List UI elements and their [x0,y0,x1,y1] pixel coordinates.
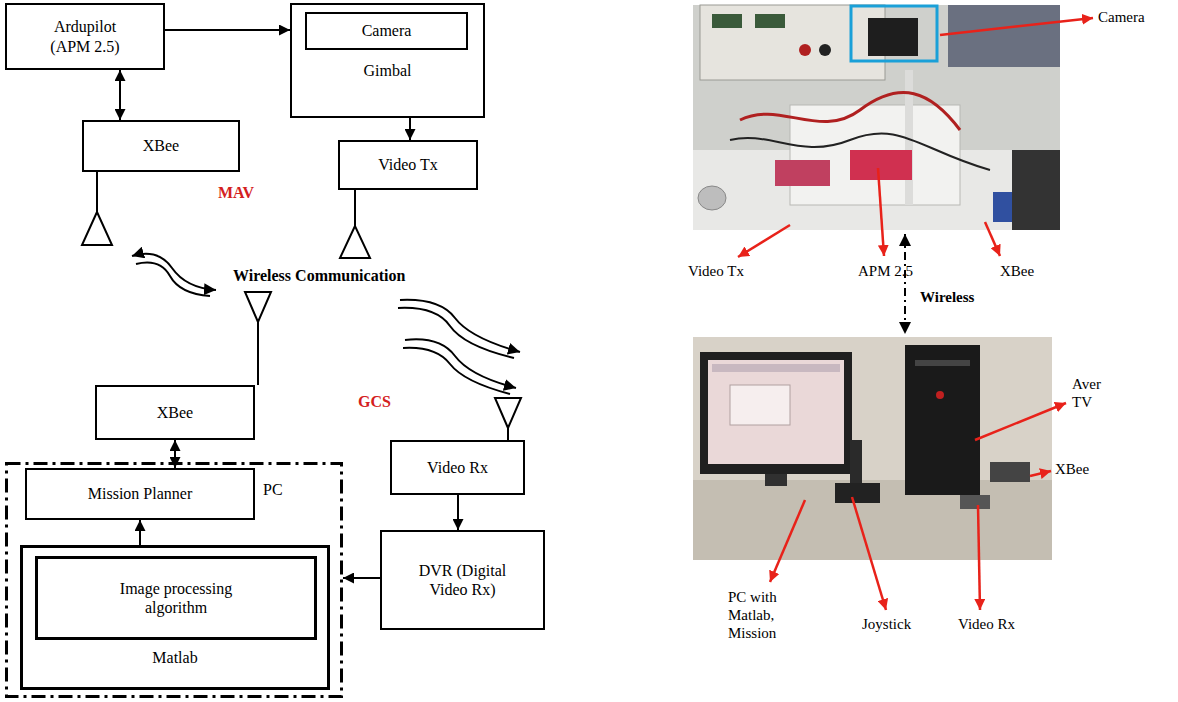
recorder-box: DVR (Digital Video Rx) [380,530,545,630]
leader-arrow [738,18,1093,610]
arrow-connector [119,70,121,120]
box-text: XBee [157,403,193,422]
controller-box: Ardupilot (APM 2.5) [5,3,165,70]
box-text: DVR (Digital Video Rx) [410,561,515,599]
box-text: Ardupilot (APM 2.5) [38,17,133,55]
box-text: Camera [362,21,412,40]
radio-box: XBee [82,120,240,172]
section-label: GCS [358,392,391,411]
wireless-link [904,234,906,334]
pc-boundary: PC Mission PlannerMatlab Image processing … [5,462,343,698]
camera-box: Camera [305,12,468,50]
box-text: Mission Planner [88,484,192,503]
box-text: Video Rx [427,458,488,477]
section-label: MAV [218,183,254,202]
box-text: PC [263,480,283,499]
gimbal-box: Gimbal Camera [290,3,485,118]
arrow-connector [457,495,459,530]
arrow-connector [165,29,290,31]
arrow-connector [409,118,411,140]
photo-mav [693,5,1060,230]
callout-label: XBee [1055,460,1089,478]
radio-box: XBee [95,385,255,440]
link-label: Wireless Communication [233,266,405,285]
link-label: Wireless [920,288,974,306]
wireless-arrow [132,254,520,394]
box-text: XBee [143,136,179,155]
callout-label: Video Rx [958,615,1015,633]
callout-label: XBee [1000,262,1034,280]
callout-label: Video Tx [688,262,744,280]
photo-gcs [693,337,1052,560]
callout-label: Aver TV [1072,375,1114,411]
box-text: Image processing algorithm [96,579,256,617]
callout-label: Joystick [862,615,911,633]
box-text: Matlab [23,648,327,667]
callout-label: APM 2.5 [858,262,913,280]
software-box: Matlab Image processing algorithm [20,545,330,690]
transmitter-box: Video Tx [338,140,478,190]
box-text: Gimbal [292,61,483,80]
arrow-connector [343,577,380,579]
algorithm-box: Image processing algorithm [35,556,317,640]
software-box: Mission Planner [25,468,255,520]
box-text: Video Tx [378,155,438,174]
receiver-box: Video Rx [390,440,525,495]
callout-label: PC with Matlab, Mission [728,588,798,642]
callout-label: Camera [1098,8,1145,26]
arrow-connector [139,520,141,545]
antenna [82,172,521,440]
